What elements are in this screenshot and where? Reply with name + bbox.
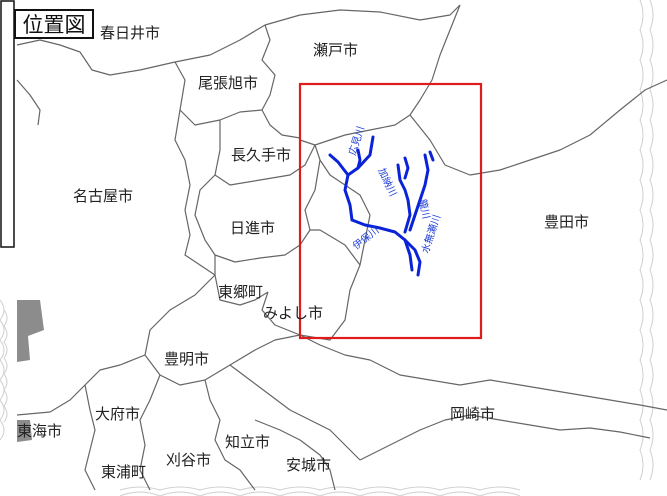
city-label-kariya: 刈谷市 — [166, 451, 211, 469]
city-label-toyota: 豊田市 — [544, 213, 589, 231]
map-title: 位置図 — [14, 9, 94, 39]
river-ryu — [408, 153, 430, 232]
water-area — [17, 300, 44, 442]
city-label-nagakute: 長久手市 — [231, 146, 291, 164]
river-label-ihoh: 伊保川 — [350, 224, 382, 253]
river-network — [328, 135, 435, 277]
city-label-kasugai: 春日井市 — [100, 24, 160, 42]
city-label-nisshin: 日進市 — [230, 219, 275, 237]
city-label-owariasahi: 尾張旭市 — [198, 74, 258, 92]
city-label-nagoya: 名古屋市 — [73, 187, 133, 205]
city-label-seto: 瀬戸市 — [313, 41, 358, 59]
river-ihoh — [350, 218, 414, 272]
river-tributary-2 — [356, 148, 362, 170]
inset-panel-frame — [0, 0, 15, 248]
city-label-toyoake: 豊明市 — [164, 350, 209, 368]
city-label-obu: 大府市 — [95, 405, 140, 423]
river-label-hirose: 広見川 — [345, 124, 367, 157]
city-label-higashiura: 東浦町 — [101, 463, 146, 481]
city-label-chiryu: 知立市 — [225, 433, 270, 451]
city-label-miyoshi: みよし市 — [263, 304, 323, 322]
river-label-ryu: 籠川 — [416, 198, 433, 220]
river-tributary-1 — [328, 153, 350, 177]
river-ryu-branch — [428, 150, 435, 162]
study-area-highlight-box — [298, 82, 483, 340]
city-label-togo: 東郷町 — [218, 283, 263, 301]
city-label-okazaki: 岡崎市 — [450, 405, 495, 423]
city-label-anjo: 安城市 — [286, 456, 331, 474]
river-kano — [396, 163, 412, 234]
municipal-boundaries — [16, 4, 667, 491]
river-kano-branch — [403, 156, 410, 180]
river-mizukurase — [403, 238, 422, 277]
river-label-kano: 加納川 — [375, 166, 399, 199]
city-label-tokai: 東海市 — [17, 422, 62, 440]
